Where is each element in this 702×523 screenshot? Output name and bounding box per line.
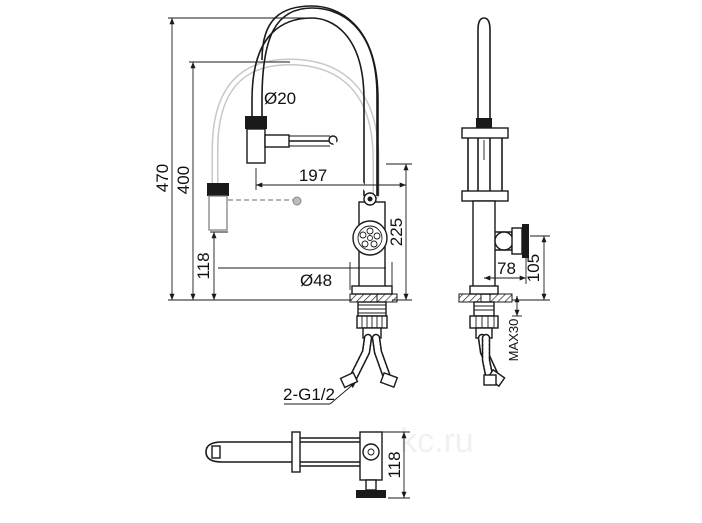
plan-handle (356, 490, 386, 498)
spray-head-body (246, 128, 266, 164)
front-view (207, 5, 399, 389)
dim-body-height: 225 (387, 218, 406, 246)
dim-lower-height: 118 (194, 252, 213, 279)
plan-view (205, 431, 386, 498)
side-spout (477, 17, 491, 118)
dim-reach: 197 (299, 166, 327, 185)
ghost-spout-position (211, 58, 380, 206)
side-handle (511, 227, 523, 255)
dim-hose-diameter: Ø20 (264, 89, 296, 108)
dim-base-diameter: Ø48 (300, 271, 332, 290)
side-holder-top (461, 127, 509, 139)
front-view-dimensions: 470 400 118 Ø20 197 225 Ø48 2-G1/2 (153, 17, 412, 405)
spout-hose-inner (261, 7, 378, 196)
dim-connection: 2-G1/2 (283, 385, 335, 404)
dim-spout-height: 400 (174, 166, 193, 194)
dim-handle-offset: 78 (497, 259, 516, 278)
watermark: kc.ru (400, 422, 474, 460)
dim-counter-thickness: MAX30 (506, 319, 521, 362)
spray-head-ring (245, 116, 267, 129)
holder-clip (264, 134, 290, 148)
plan-holder (291, 431, 301, 473)
dim-total-height: 470 (153, 164, 172, 192)
base-flange (351, 285, 393, 295)
side-body (472, 200, 496, 295)
side-view (458, 17, 529, 388)
dim-plan-depth: 118 (385, 451, 404, 478)
side-view-dimensions: 78 105 MAX30 (484, 235, 550, 362)
ghost-spray-head-ring (207, 183, 229, 196)
dim-handle-height: 105 (524, 254, 543, 282)
plan-view-dimensions: 118 (382, 431, 410, 499)
